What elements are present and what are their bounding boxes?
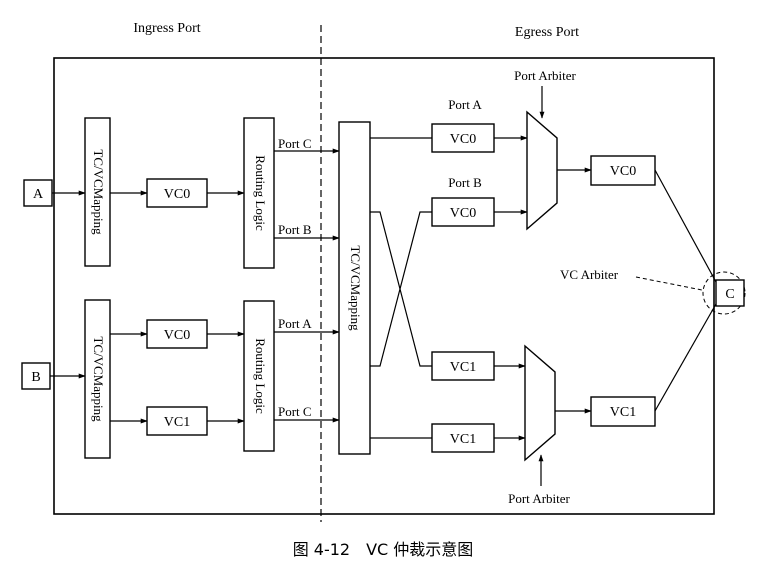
output-c-label: C	[725, 287, 734, 302]
egress-mapping-label: TC/VCMapping	[348, 245, 363, 331]
ingress-port-c-bottom-label: Port C	[278, 404, 312, 419]
wire-cross-to-port-b	[370, 211, 432, 367]
egress-port-header: Egress Port	[515, 25, 579, 40]
ingress-vc0-bottom	[146, 319, 208, 349]
ingress-port-a-label: Port A	[278, 316, 312, 331]
routing-logic-bottom-label: Routing Logic	[253, 338, 268, 414]
egress-mapping	[338, 121, 371, 455]
egress-vc1-bottom-label: VC1	[450, 432, 476, 447]
vc-arbiter-leader	[635, 276, 703, 291]
port-arbiter-bottom	[524, 344, 556, 462]
port-arbiter-top-label: Port Arbiter	[514, 68, 576, 83]
ingress-vc1-bottom-label: VC1	[164, 415, 190, 430]
routing-logic-top	[243, 117, 275, 269]
ingress-port-header: Ingress Port	[133, 21, 200, 36]
input-a-label: A	[33, 187, 44, 202]
ingress-mapping-top-label: TC/VCMapping	[91, 149, 106, 235]
egress-out-vc0	[590, 155, 656, 186]
ingress-mapping-bottom-label: TC/VCMapping	[91, 336, 106, 422]
egress-port-a-vc0-label: VC0	[450, 132, 476, 147]
wire-out-vc0-to-c	[654, 169, 717, 283]
ingress-vc1-bottom	[146, 406, 208, 436]
switch-frame	[53, 57, 715, 515]
vc-arbiter-ring	[702, 271, 746, 315]
routing-logic-top-label: Routing Logic	[253, 155, 268, 231]
egress-port-b-label: Port B	[448, 175, 482, 190]
egress-out-vc0-label: VC0	[610, 164, 636, 179]
ingress-port-b-label: Port B	[278, 222, 312, 237]
ingress-mapping-bottom	[84, 299, 111, 459]
input-b-label: B	[31, 370, 40, 385]
input-b-box	[21, 362, 51, 390]
output-c-box	[715, 279, 745, 307]
ingress-port-c-top-label: Port C	[278, 136, 312, 151]
egress-port-b-vc0-label: VC0	[450, 206, 476, 221]
routing-logic-bottom	[243, 300, 275, 452]
egress-port-a-vc0	[431, 123, 495, 153]
egress-port-a-label: Port A	[448, 97, 482, 112]
port-arbiter-top	[526, 110, 558, 231]
figure-caption: 图 4-12 VC 仲裁示意图	[293, 540, 474, 559]
egress-out-vc1	[590, 396, 656, 427]
wire-cross-to-vc1-top	[370, 211, 432, 367]
wire-out-vc1-to-c	[654, 303, 717, 412]
egress-out-vc1-label: VC1	[610, 405, 636, 420]
ingress-vc0-bottom-label: VC0	[164, 328, 190, 343]
vc-arbiter-label: VC Arbiter	[560, 267, 619, 282]
ingress-vc0-top-label: VC0	[164, 187, 190, 202]
ingress-mapping-top	[84, 117, 111, 267]
egress-vc1-top-label: VC1	[450, 360, 476, 375]
port-arbiter-bottom-label: Port Arbiter	[508, 491, 570, 506]
